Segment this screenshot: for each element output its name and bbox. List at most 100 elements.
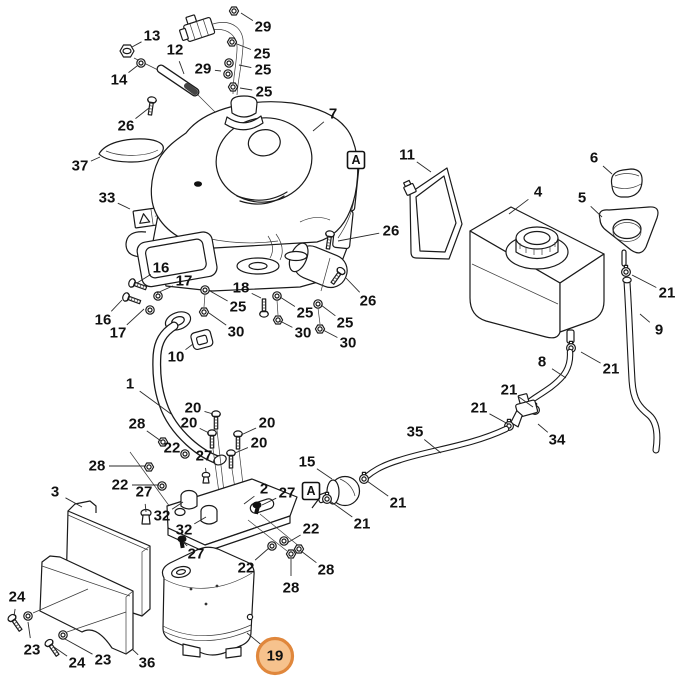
part-number-label: 23: [95, 652, 112, 669]
leader-line: [286, 534, 301, 544]
dipstick-tube-drawing: [620, 264, 661, 454]
part-number-label: 26: [360, 293, 377, 310]
part-number-label: 16: [95, 312, 112, 329]
leader-line: [537, 423, 549, 433]
cap-and-pipe-drawing: [119, 44, 236, 133]
part-number-label: 27: [188, 546, 205, 563]
engine-assembly-drawing: [125, 95, 361, 292]
nut-drawing: [228, 6, 240, 16]
leader-line: [204, 410, 214, 415]
leader-line: [551, 368, 567, 379]
leader-line: [320, 304, 336, 317]
part-number-label: 22: [112, 477, 129, 494]
part-number-label: 2: [260, 481, 268, 498]
part-number-label: 21: [659, 285, 676, 302]
leader-line: [416, 161, 432, 173]
part-number-label: 21: [354, 516, 371, 533]
nut-drawing: [198, 307, 210, 317]
part-number-label: 34: [549, 432, 566, 449]
leader-line: [329, 500, 353, 518]
leader-line: [239, 87, 253, 91]
leader-line: [110, 299, 123, 312]
leader-line: [489, 413, 509, 425]
part-number-label: 3: [51, 484, 59, 501]
part-number-label: 11: [399, 147, 415, 164]
leader-line: [254, 547, 270, 561]
fuel-tank-drawing: [469, 206, 605, 344]
leader-line: [171, 501, 184, 510]
leader-line: [178, 61, 185, 75]
leader-line: [279, 296, 296, 307]
part-number-label: 9: [655, 322, 663, 339]
nut-drawing: [272, 315, 284, 325]
washer-drawing: [157, 481, 167, 491]
leader-line: [185, 343, 194, 351]
part-number-label: 35: [407, 424, 424, 441]
leader-line: [322, 329, 338, 338]
part-number-label: 24: [9, 589, 26, 606]
view-marker-box: [346, 150, 366, 170]
part-number-label: 37: [72, 158, 89, 175]
part-number-label: 29: [195, 61, 212, 78]
part-number-label: 28: [318, 562, 335, 579]
exhaust-gasket-drawing: [190, 329, 214, 351]
leader-line: [508, 198, 529, 215]
nut-drawing: [226, 37, 238, 47]
nut-drawing: [227, 82, 239, 92]
part-number-label: 30: [340, 335, 357, 352]
part-number-label: 17: [176, 273, 193, 290]
part-number-label: 21: [501, 382, 518, 399]
part-number-label: 21: [603, 361, 620, 378]
part-number-label: 28: [129, 416, 146, 433]
leader-line: [316, 468, 333, 480]
part-number-label: 18: [233, 280, 250, 297]
bolt-drawing: [145, 95, 158, 117]
cap-retainer-drawing: [598, 206, 659, 267]
part-number-label: 32: [176, 522, 193, 539]
part-number-label: 20: [181, 415, 198, 432]
part-number-label: 17: [110, 325, 127, 342]
leader-line: [156, 285, 174, 294]
part-number-label: 25: [297, 305, 314, 322]
highlighted-part-number[interactable]: 19: [267, 648, 284, 665]
washer-drawing: [223, 69, 233, 79]
leader-line: [366, 480, 389, 497]
part-number-label: 27: [136, 484, 153, 501]
leader-line: [126, 308, 145, 326]
leader-line: [580, 351, 601, 364]
part-number-label: 33: [99, 190, 116, 207]
leader-line: [345, 277, 361, 293]
leader-line: [146, 430, 162, 442]
leader-line: [131, 648, 139, 656]
part-number-label: 20: [185, 400, 202, 417]
highlighted-part-marker[interactable]: [255, 636, 295, 676]
part-number-label: 22: [238, 560, 255, 577]
washer-drawing: [136, 58, 146, 68]
part-number-label: 20: [259, 415, 276, 432]
part-number-label: 27: [279, 485, 296, 502]
part-number-label: 22: [303, 521, 320, 538]
leader-line: [199, 427, 210, 434]
clamp-drawing: [620, 264, 632, 277]
leader-line: [144, 503, 147, 513]
part-number-label: 8: [538, 354, 546, 371]
muffler-drawing: [161, 546, 255, 659]
part-number-label: 25: [337, 315, 354, 332]
leader-line: [240, 12, 254, 21]
part-number-label: 25: [230, 299, 247, 316]
washer-drawing: [200, 285, 210, 295]
washer-drawing: [313, 299, 323, 309]
leader-line: [53, 646, 68, 657]
part-number-label: 15: [299, 454, 316, 471]
screw-drawing: [121, 291, 143, 307]
part-number-label: 13: [144, 28, 161, 45]
part-number-label: 5: [578, 190, 586, 207]
heat-shield-front-drawing: [39, 555, 134, 655]
leader-line: [300, 550, 317, 564]
part-number-label: 22: [164, 440, 181, 457]
leader-line: [135, 107, 150, 119]
shield-fasteners-drawing: [6, 588, 127, 659]
leader-line: [234, 447, 249, 454]
